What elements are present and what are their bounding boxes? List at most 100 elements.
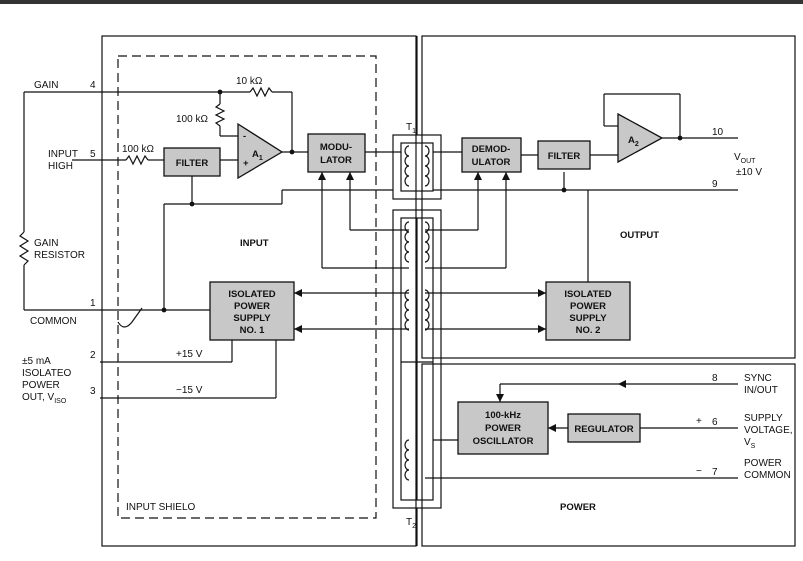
arrow-icon bbox=[294, 289, 302, 297]
pin-5: 5 bbox=[90, 149, 96, 160]
pin-1: 1 bbox=[90, 298, 96, 309]
arrow-icon bbox=[502, 172, 510, 180]
output-wiring bbox=[425, 93, 738, 330]
pin-2: 2 bbox=[90, 350, 96, 361]
input-high-line1: INPUT bbox=[48, 149, 78, 160]
output-section-frame bbox=[421, 35, 796, 359]
gain-resistor-label-line2: RESISTOR bbox=[34, 250, 85, 261]
output-filter-label: FILTER bbox=[548, 151, 581, 162]
pin-8: 8 bbox=[712, 373, 718, 384]
arrow-icon bbox=[618, 380, 626, 388]
arrow-icon bbox=[346, 172, 354, 180]
junction-dot bbox=[161, 307, 167, 313]
modulator-label-line2: LATOR bbox=[320, 155, 352, 166]
feedback-resistor-zigzag bbox=[249, 86, 273, 98]
a1-plus: + bbox=[243, 158, 249, 169]
gain-label: GAIN bbox=[34, 80, 58, 91]
input-wiring bbox=[18, 86, 401, 328]
vout-label: VOUT bbox=[734, 152, 756, 165]
iso-supply1-line4: NO. 1 bbox=[240, 325, 266, 336]
amplifier-a1 bbox=[237, 122, 284, 180]
input-resistor-label: 100 kΩ bbox=[122, 144, 154, 155]
sync-line1: SYNC bbox=[744, 373, 772, 384]
arrow-icon bbox=[538, 325, 546, 333]
iso-supply1-wiring bbox=[100, 292, 409, 399]
minus15-label: −15 V bbox=[176, 385, 203, 396]
iso-supply2-line4: NO. 2 bbox=[576, 325, 601, 336]
pin-6: 6 bbox=[712, 417, 718, 428]
t1-label: T1 bbox=[406, 122, 416, 135]
regulator-block bbox=[567, 413, 641, 443]
input-shield-outline bbox=[117, 55, 377, 519]
coil-t1-primary bbox=[404, 145, 410, 187]
input-filter-label: FILTER bbox=[176, 158, 209, 169]
iso-power-line2: ISOLATEO bbox=[22, 368, 71, 379]
iso-power-line1: ±5 mA bbox=[22, 356, 51, 367]
iso-supply1-line1: ISOLATED bbox=[228, 289, 275, 300]
top-border bbox=[0, 0, 803, 4]
modulator-label-line1: MODU- bbox=[320, 142, 352, 153]
input-section-frame bbox=[101, 35, 417, 547]
amplifier-a2 bbox=[617, 112, 664, 164]
demodulator-label-line1: DEMOD- bbox=[472, 144, 511, 155]
junction-dot bbox=[189, 201, 195, 207]
isolated-supply-1-block bbox=[209, 281, 295, 341]
iso-supply2-line3: SUPPLY bbox=[569, 313, 607, 324]
arrow-icon bbox=[294, 325, 302, 333]
regulator-label: REGULATOR bbox=[574, 424, 633, 435]
power-common-line1: POWER bbox=[744, 458, 782, 469]
demodulator-label-line2: ULATOR bbox=[472, 157, 511, 168]
input-shield-label: INPUT SHIELO bbox=[126, 502, 195, 513]
coil-t2-upper-right bbox=[424, 221, 430, 263]
pin-3: 3 bbox=[90, 386, 96, 397]
vs-label: VS bbox=[744, 437, 756, 450]
input-high-line2: HIGH bbox=[48, 161, 73, 172]
sync-line2: IN/OUT bbox=[744, 385, 778, 396]
oscillator-label-line1: 100-kHz bbox=[485, 410, 521, 421]
transformer-t1-core bbox=[400, 142, 434, 192]
junction-dot bbox=[217, 89, 223, 95]
coil-t2-upper-left bbox=[404, 221, 410, 263]
coil-t2-lower-left bbox=[404, 439, 410, 481]
iso-power-line3: POWER bbox=[22, 380, 60, 391]
pin-9: 9 bbox=[712, 179, 718, 190]
modulator-block bbox=[307, 133, 366, 173]
junction-dot bbox=[677, 135, 683, 141]
pin-7: 7 bbox=[712, 467, 718, 478]
pin-4: 4 bbox=[90, 80, 96, 91]
junction-dot bbox=[561, 187, 567, 193]
vout-range-label: ±10 V bbox=[736, 167, 762, 178]
oscillator-label-line3: OSCILLATOR bbox=[473, 436, 534, 447]
power-minus: − bbox=[696, 466, 702, 477]
gain-resistor-100k-label: 100 kΩ bbox=[176, 114, 208, 125]
power-section-frame bbox=[421, 363, 796, 547]
arrow-icon bbox=[318, 172, 326, 180]
shield-common-connection bbox=[117, 307, 143, 328]
coil-t2-mid-right bbox=[424, 289, 430, 331]
plus15-label: +15 V bbox=[176, 349, 203, 360]
supply-voltage-line1: SUPPLY bbox=[744, 413, 783, 424]
arrow-icon bbox=[496, 394, 504, 402]
arrow-icon bbox=[548, 424, 556, 432]
transformer-column bbox=[392, 36, 442, 546]
iso-supply1-line2: POWER bbox=[234, 301, 270, 312]
input-resistor-zigzag bbox=[125, 154, 149, 166]
iso-supply2-line2: POWER bbox=[570, 301, 606, 312]
arrow-icon bbox=[474, 172, 482, 180]
feedback-resistor-label: 10 kΩ bbox=[236, 76, 263, 87]
power-common-line2: COMMON bbox=[744, 470, 791, 481]
iso-supply1-line3: SUPPLY bbox=[233, 313, 271, 324]
iso-supply2-line1: ISOLATED bbox=[564, 289, 611, 300]
modulator-drive-wiring bbox=[321, 172, 409, 269]
coil-t1-secondary bbox=[424, 145, 430, 187]
oscillator-label-line2: POWER bbox=[485, 423, 521, 434]
a1-label: A1 bbox=[252, 149, 263, 162]
demodulator-block bbox=[461, 137, 522, 173]
gain-resistor-label-line1: GAIN bbox=[34, 238, 58, 249]
t2-label: T2 bbox=[406, 517, 416, 530]
coil-t2-mid-left bbox=[404, 289, 410, 331]
supply-voltage-line2: VOLTAGE, bbox=[744, 425, 793, 436]
supply-plus: + bbox=[696, 416, 702, 427]
input-section-label: INPUT bbox=[240, 238, 269, 249]
